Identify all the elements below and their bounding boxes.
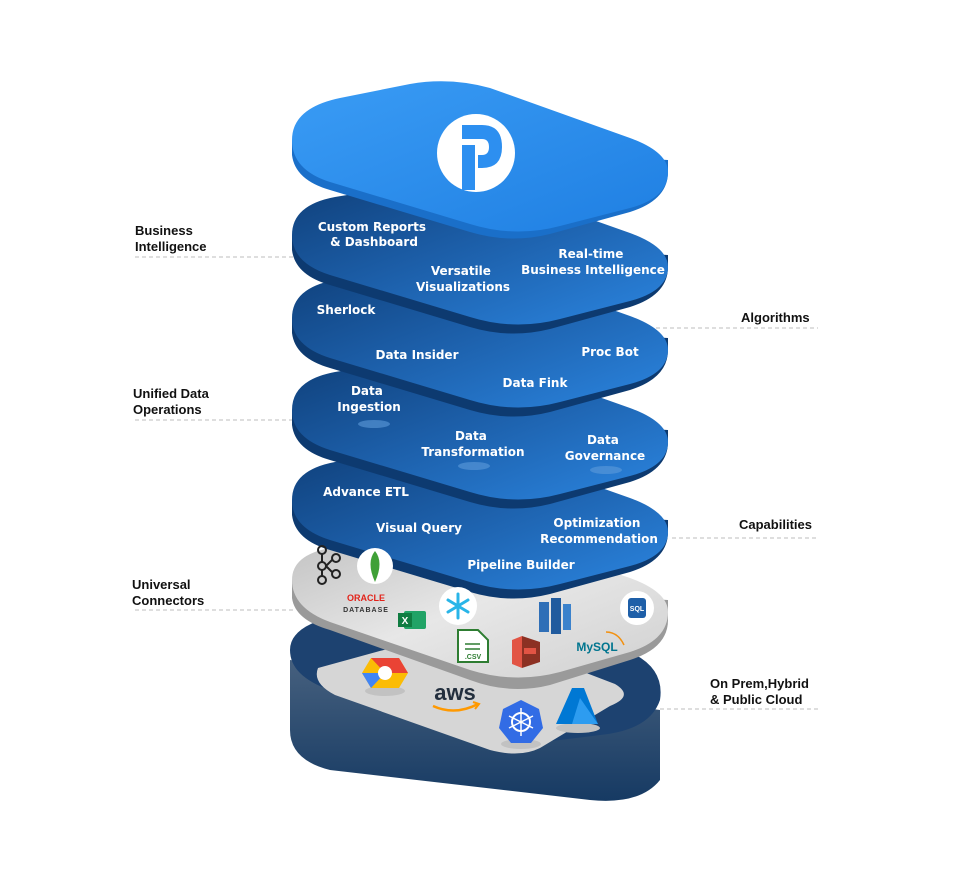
svg-text:.CSV: .CSV [465,654,482,661]
label-business-intelligence: Business Intelligence [135,223,207,254]
svg-text:MySQL: MySQL [576,640,617,654]
google-cloud-icon [362,658,408,696]
s3-icon [512,636,540,668]
algo-sherlock-text: Sherlock [317,303,377,317]
udo-flow-nodes [358,420,622,474]
mongodb-icon [357,548,393,584]
label-unified-data-operations: Unified Data Operations [133,386,209,417]
cap-visual-query-text: Visual Query [376,521,462,535]
cap-pipeline-text: Pipeline Builder [467,558,574,572]
bi-versatile-text: Versatile Visualizations [416,264,510,294]
cap-advance-etl-text: Advance ETL [323,485,409,499]
aws-icon: aws [432,680,481,712]
top-layer [292,81,668,239]
label-cloud: On Prem,Hybrid & Public Cloud [710,676,809,707]
kubernetes-icon [499,700,543,749]
mysql-icon: MySQL [576,631,625,654]
excel-icon: X [398,611,426,629]
svg-text:ORACLE: ORACLE [347,593,385,603]
label-algorithms: Algorithms [741,310,810,325]
sql-server-icon: SQL [620,591,654,625]
svg-text:SQL: SQL [630,606,645,613]
algo-data-insider-text: Data Insider [376,348,459,362]
bi-realtime-text: Real-time Business Intelligence [521,247,665,277]
snowflake-icon [439,587,477,625]
udo-governance-text: Data Governance [565,433,645,463]
oracle-icon: ORACLE DATABASE [343,593,389,614]
bi-custom-reports-text: Custom Reports & Dashboard [318,220,430,249]
svg-text:aws: aws [434,680,476,705]
redshift-icon [539,598,571,634]
brand-logo-icon [437,114,515,192]
udo-transformation-text: Data Transformation [421,429,524,459]
label-universal-connectors: Universal Connectors [132,577,205,608]
svg-text:X: X [402,616,409,627]
cap-optimization-text: Optimization Recommendation [540,516,658,546]
leader-lines [135,256,818,710]
kafka-icon [317,545,341,585]
csv-file-icon: .CSV [457,629,489,663]
svg-text:DATABASE: DATABASE [343,607,389,614]
algo-data-fink-text: Data Fink [503,376,569,390]
label-capabilities: Capabilities [739,517,812,532]
azure-icon [556,688,600,733]
udo-ingestion-text: Data Ingestion [337,384,401,414]
algo-proc-bot-text: Proc Bot [581,345,639,359]
